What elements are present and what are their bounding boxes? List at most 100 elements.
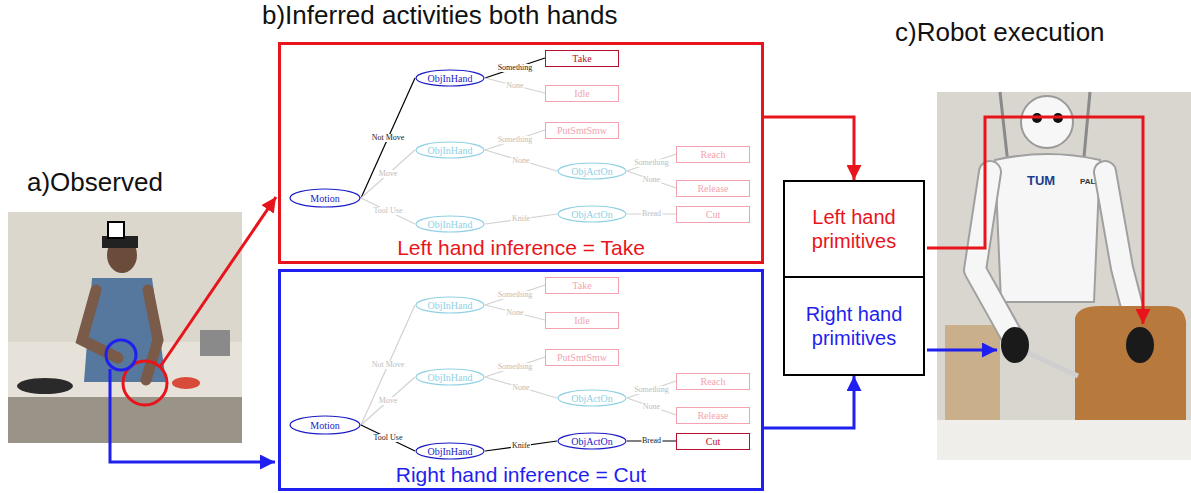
ellipse-shape [416, 369, 484, 385]
activity-name: Idle [574, 88, 590, 99]
attribute-name: Motion [310, 420, 339, 431]
ellipse-shape [416, 297, 484, 313]
person-arm [146, 290, 158, 380]
flow-arrow [764, 376, 854, 428]
activity-box: Release [676, 407, 750, 424]
attribute-ellipse: ObjInHand [415, 442, 485, 460]
attribute-name: ObjActOn [571, 209, 613, 220]
observed-photo [8, 212, 242, 443]
ellipse-shape [416, 443, 484, 459]
branch-label: Not Move [371, 134, 406, 142]
branch-label: Bread [641, 437, 662, 445]
tree-branch [485, 78, 545, 93]
tree-branch [485, 150, 557, 171]
branch-label: Move [378, 397, 399, 405]
attribute-ellipse: ObjInHand [415, 368, 485, 386]
attribute-ellipse: ObjActOn [557, 389, 627, 407]
branch-label: Bread [641, 210, 662, 218]
activity-name: PutSmtSmw [557, 125, 607, 136]
robot-hand [1001, 327, 1029, 363]
attribute-ellipse: Motion [289, 188, 361, 208]
attribute-ellipse: ObjInHand [415, 296, 485, 314]
execution-arrow [927, 117, 1143, 324]
tree-branch [485, 285, 545, 305]
activity-box: Cut [676, 206, 750, 223]
photo-ground [8, 212, 242, 443]
branch-label: Something [497, 363, 534, 371]
attribute-name: ObjInHand [428, 446, 473, 457]
branch-label: Something [633, 159, 670, 167]
right-hand-marker [106, 340, 136, 370]
activity-name: Release [697, 410, 728, 421]
activity-name: Reach [701, 376, 726, 387]
activity-box: PutSmtSmw [545, 349, 619, 366]
attribute-ellipse: ObjActOn [557, 432, 627, 450]
attribute-name: ObjActOn [571, 393, 613, 404]
ellipse-shape [416, 70, 484, 86]
activity-name: Cut [706, 436, 720, 447]
tree-branch [485, 305, 545, 320]
tree-branch [627, 381, 676, 398]
tree-branch [361, 78, 415, 198]
primitives-label: Right hand primitives [789, 302, 919, 350]
robot-hand [1126, 327, 1154, 363]
activity-name: Take [572, 280, 591, 291]
observation-arrow [160, 197, 276, 367]
tree-branch [485, 58, 545, 78]
logo-text: PAL [1080, 177, 1095, 186]
activity-name: Cut [706, 209, 720, 220]
tree-branch [485, 130, 545, 150]
activity-name: Release [697, 183, 728, 194]
knife [1026, 352, 1078, 376]
activity-box: Idle [545, 312, 619, 329]
activity-box: Take [545, 50, 619, 67]
attribute-name: ObjActOn [571, 166, 613, 177]
robot-head [1021, 96, 1073, 148]
inference-caption: Right hand inference = Cut [281, 464, 761, 486]
branch-label: Tool Use [373, 434, 404, 442]
activity-name: Take [572, 53, 591, 64]
primitives-box: Right hand primitives [783, 276, 925, 376]
attribute-name: ObjInHand [428, 145, 473, 156]
activity-name: Idle [574, 315, 590, 326]
panel-title: b)Inferred activities both hands [262, 1, 618, 31]
attribute-name: ObjInHand [428, 372, 473, 383]
attribute-name: ObjInHand [428, 73, 473, 84]
branch-label: Something [497, 136, 534, 144]
branch-label: None [511, 384, 530, 392]
panel-title: c)Robot execution [895, 18, 1105, 48]
attribute-name: ObjActOn [571, 436, 613, 447]
attribute-name: Motion [310, 193, 339, 204]
tree-branch [485, 357, 545, 377]
primitives-label: Left hand primitives [789, 205, 919, 253]
bread [1075, 306, 1186, 420]
tree-branch [361, 305, 415, 425]
tree-branch [627, 171, 676, 188]
tree-branch [361, 150, 415, 198]
ellipse-shape [558, 206, 626, 222]
branch-label: None [642, 176, 661, 184]
branch-label: None [511, 157, 530, 165]
toaster [200, 330, 230, 356]
attribute-name: ObjInHand [428, 219, 473, 230]
person-arm [82, 290, 118, 358]
branch-label: None [505, 309, 524, 317]
tree-branch [485, 441, 557, 451]
ellipse-shape [416, 142, 484, 158]
tree-branch [361, 377, 415, 425]
branch-label: None [505, 82, 524, 90]
attribute-ellipse: ObjInHand [415, 215, 485, 233]
tree-branch [485, 214, 557, 224]
robot-torso [995, 154, 1100, 302]
activity-box: Reach [676, 146, 750, 163]
caption-row: Left hand inference = Take [281, 237, 761, 259]
marker-tag [108, 222, 124, 238]
branch-label: Knife [511, 442, 531, 450]
table-front [8, 397, 242, 443]
robot-arm [975, 172, 1013, 338]
activity-name: Reach [701, 149, 726, 160]
